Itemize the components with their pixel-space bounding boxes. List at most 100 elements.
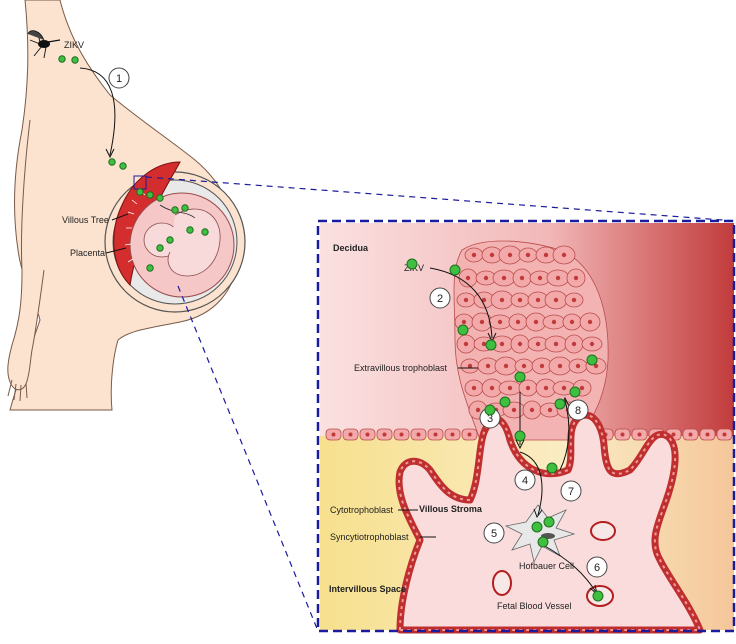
zikv-particle — [546, 462, 558, 474]
placenta-label: Placenta — [70, 248, 105, 258]
cell-nucleus — [399, 432, 404, 437]
cell-nucleus — [501, 275, 507, 281]
cell-nucleus — [547, 407, 553, 413]
hofbauer-label: Hofbauer Cell — [519, 561, 574, 571]
cell-nucleus — [539, 363, 545, 369]
mosquito-icon — [27, 30, 61, 59]
step-8-marker: 8 — [567, 399, 589, 421]
umbilical-cord — [159, 204, 196, 219]
cell-nucleus — [561, 252, 567, 258]
zikv-particle — [499, 396, 511, 408]
villous-tree-leader — [111, 213, 129, 221]
cell-nucleus — [521, 363, 527, 369]
step-1-label: 1 — [116, 73, 122, 85]
cell-nucleus — [511, 407, 517, 413]
zikv-particle — [108, 158, 116, 166]
cell-nucleus — [467, 432, 472, 437]
zikv-particle — [531, 521, 543, 533]
cell-nucleus — [551, 319, 557, 325]
step-7-label: 7 — [568, 486, 574, 498]
cell-nucleus — [688, 432, 693, 437]
cell-nucleus — [579, 385, 585, 391]
cell-nucleus — [489, 252, 495, 258]
cell-nucleus — [515, 319, 521, 325]
cell-nucleus — [517, 297, 523, 303]
zikv-particle — [156, 244, 164, 252]
zikv-label-top: ZIKV — [64, 40, 84, 50]
fetal-vessel-label: Fetal Blood Vessel — [497, 601, 572, 611]
zikv-particle — [449, 264, 461, 276]
cell-nucleus — [537, 275, 543, 281]
zikv-particle — [201, 228, 209, 236]
cytotrophoblast-label: Cytotrophoblast — [330, 505, 394, 515]
cell-nucleus — [569, 319, 575, 325]
cell-nucleus — [483, 275, 489, 281]
step-6-marker: 6 — [586, 556, 608, 578]
cell-nucleus — [587, 319, 593, 325]
zikv-particle — [186, 226, 194, 234]
chorionic-villus-inner — [398, 414, 702, 631]
cell-nucleus — [593, 363, 599, 369]
cell-nucleus — [465, 275, 471, 281]
step-4-marker: 4 — [514, 469, 536, 491]
cell-nucleus — [557, 363, 563, 369]
cell-nucleus — [461, 319, 467, 325]
syncytiotrophoblast-label: Syncytiotrophoblast — [330, 532, 409, 542]
cell-nucleus — [382, 432, 387, 437]
cell-nucleus — [525, 252, 531, 258]
cell-nucleus — [543, 385, 549, 391]
trophoblast-cells — [454, 245, 607, 420]
cell-nucleus — [575, 363, 581, 369]
zikv-particle — [156, 194, 164, 202]
zikv-particle — [166, 236, 174, 244]
step-2-label: 2 — [437, 293, 443, 305]
zikv-particle — [485, 339, 497, 351]
cell-nucleus — [529, 407, 535, 413]
cell-nucleus — [519, 275, 525, 281]
cell-nucleus — [463, 297, 469, 303]
zikv-particle — [146, 191, 154, 199]
zikv-particle — [171, 206, 179, 214]
body-figure: ZIKV Villous Tree Placenta — [7, 0, 246, 411]
extravillous-label: Extravillous trophoblast — [354, 363, 448, 373]
body-arm — [7, 119, 45, 391]
cell-nucleus — [467, 363, 473, 369]
cell-nucleus — [471, 385, 477, 391]
step-2-marker: 2 — [429, 287, 451, 309]
cell-nucleus — [555, 275, 561, 281]
cell-nucleus — [433, 432, 438, 437]
zikv-particle — [406, 258, 418, 270]
step1-arrow — [79, 67, 116, 156]
cell-nucleus — [517, 341, 523, 347]
zikv-particle — [537, 536, 549, 548]
cell-nucleus — [499, 341, 505, 347]
fetus-body — [167, 208, 221, 277]
zikv-particle — [586, 354, 598, 366]
cell-nucleus — [471, 252, 477, 258]
zikv-particle — [592, 590, 604, 602]
cell-nucleus — [507, 385, 513, 391]
cell-nucleus — [525, 385, 531, 391]
intervillous-label: Intervillous Space — [329, 584, 406, 594]
cell-nucleus — [553, 297, 559, 303]
zikv-particle — [136, 188, 144, 196]
step-1-marker: 1 — [108, 67, 130, 89]
zikv-particle — [181, 204, 189, 212]
cell-nucleus — [533, 319, 539, 325]
villous-tree-label: Villous Tree — [62, 215, 109, 225]
cell-nucleus — [499, 297, 505, 303]
step-5-label: 5 — [491, 528, 497, 540]
step-5-marker: 5 — [483, 522, 505, 544]
cell-nucleus — [543, 252, 549, 258]
cell-nucleus — [620, 432, 625, 437]
cell-nucleus — [571, 341, 577, 347]
cell-nucleus — [481, 341, 487, 347]
zikv-particle — [146, 264, 154, 272]
cell-nucleus — [485, 363, 491, 369]
zikv-particle — [543, 516, 555, 528]
cell-nucleus — [507, 252, 513, 258]
cell-nucleus — [535, 297, 541, 303]
zoom-line-bottom — [177, 285, 319, 632]
